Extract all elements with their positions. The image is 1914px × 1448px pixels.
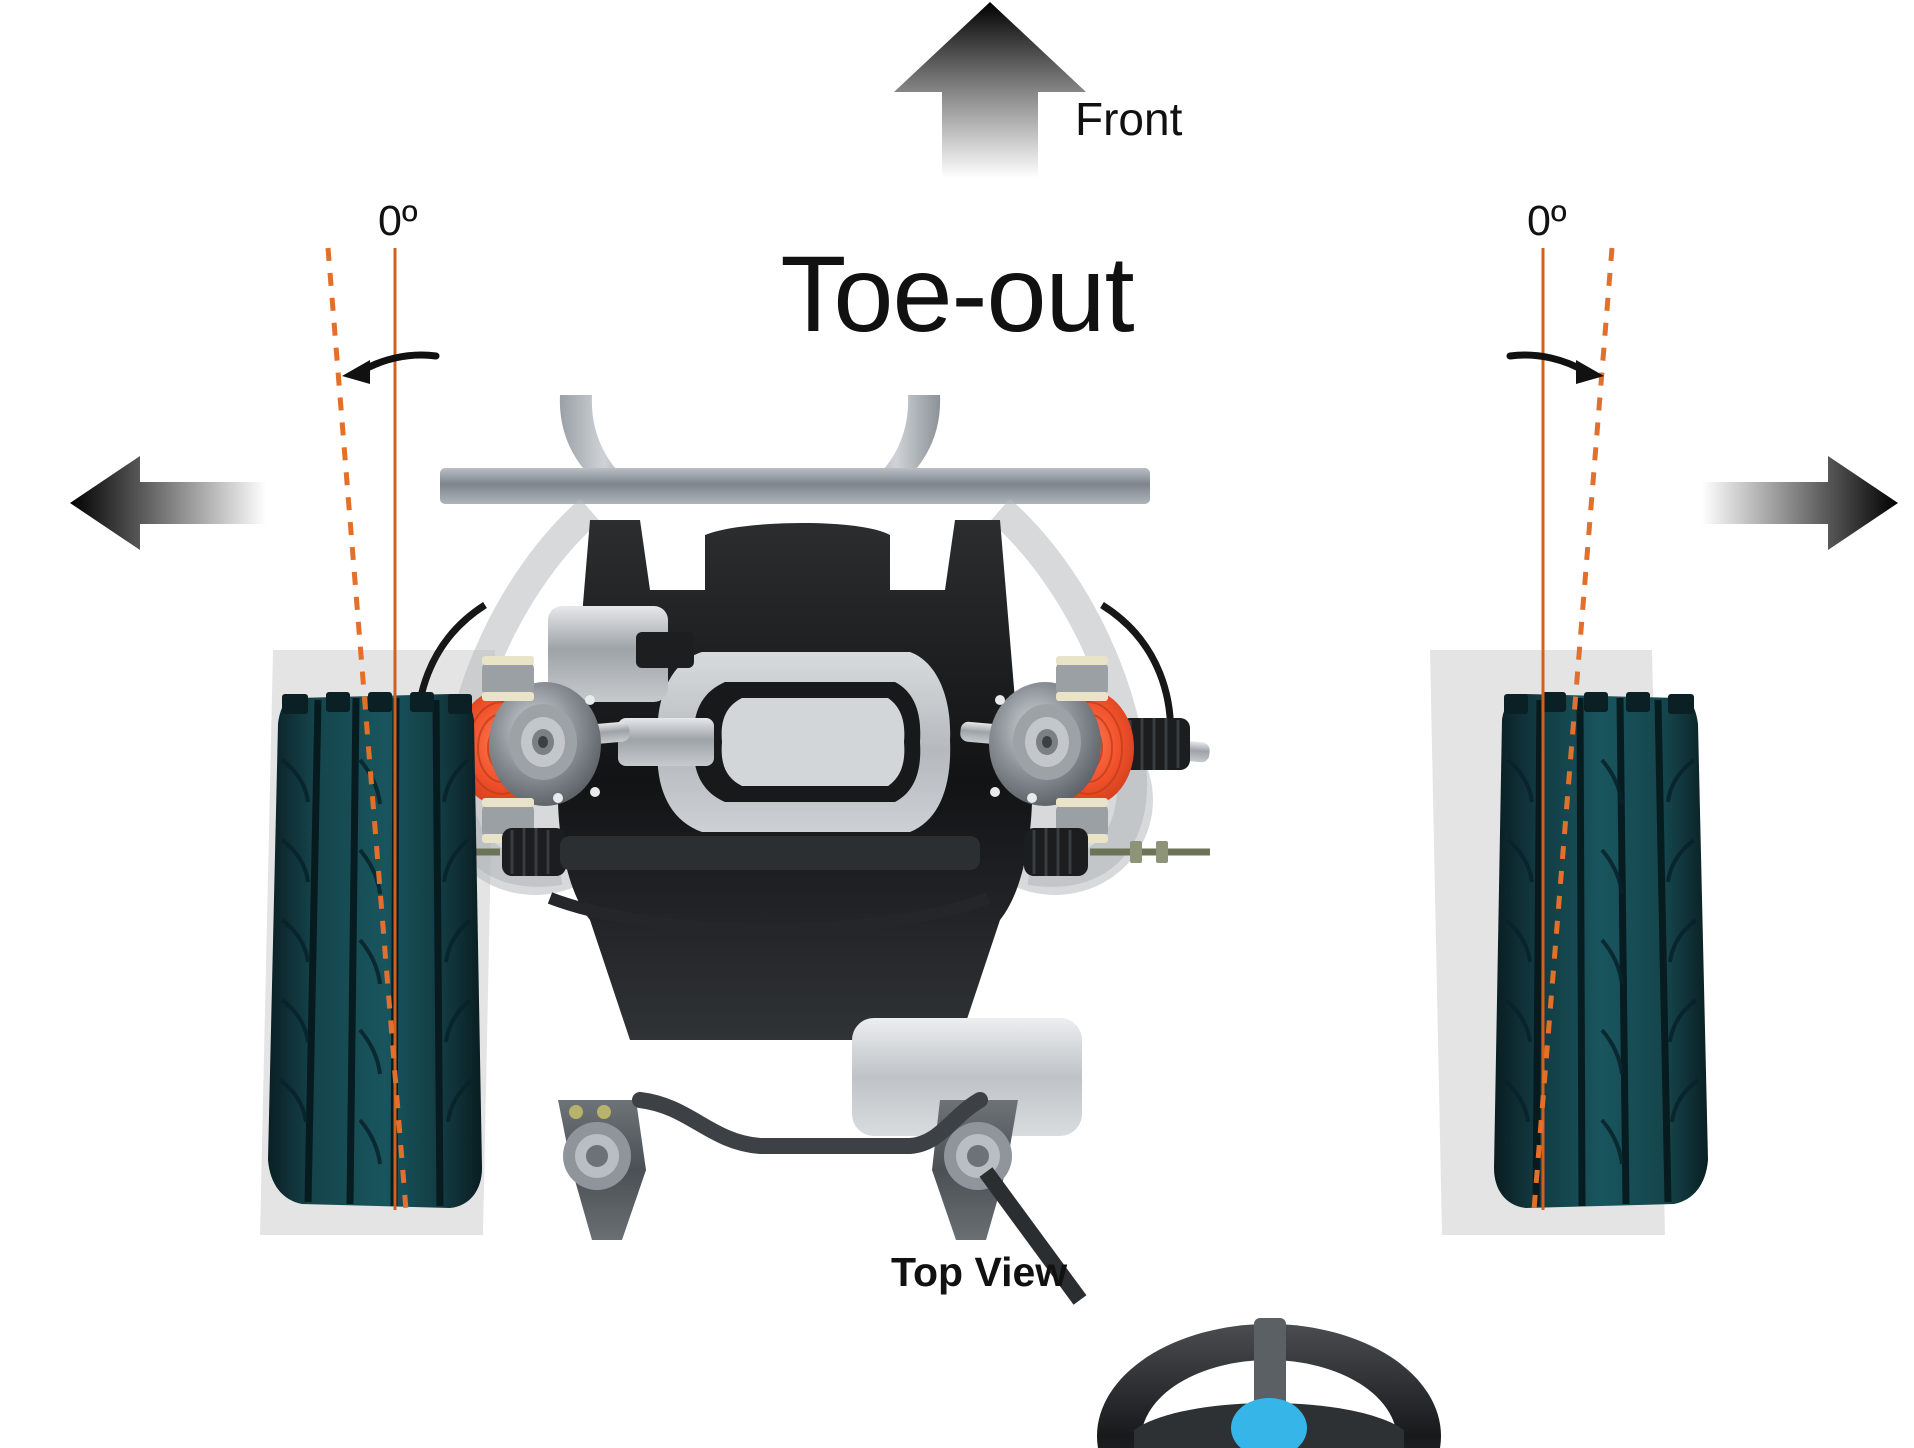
accessory-nipple: [636, 632, 694, 668]
hub-right: [989, 682, 1101, 806]
front-label: Front: [1075, 93, 1183, 145]
toe-line-right: [1531, 247, 1615, 1211]
hub-left: [489, 682, 601, 806]
subframe-mount-left: [558, 1100, 646, 1240]
bushing-right-upper: [1056, 656, 1108, 701]
toe-line-left: [325, 247, 409, 1211]
page-title: Toe-out: [780, 233, 1134, 354]
steering-column: [979, 1167, 1087, 1305]
tire-right: [1494, 692, 1708, 1208]
subframe-mount-right: [932, 1100, 1018, 1240]
reference-line-right: [1541, 248, 1545, 1210]
steering-rack: [560, 836, 980, 870]
view-label: Top View: [891, 1249, 1068, 1295]
suspension-assembly: [380, 395, 1210, 1305]
bushing-left-upper: [482, 656, 534, 701]
shaft-snout: [618, 718, 714, 766]
crossmember-bar: [440, 468, 1150, 504]
angle-label-right: 0º: [1527, 197, 1567, 245]
tie-rod-right: [1024, 828, 1210, 876]
arrow-right-icon: [1702, 456, 1898, 550]
angle-label-left: 0º: [378, 197, 418, 245]
arrow-up-icon: [894, 2, 1086, 178]
tire-left: [268, 692, 482, 1208]
accessory-cylinder: [548, 606, 668, 702]
steering-wheel: [1097, 1318, 1441, 1448]
transmission-core: [721, 698, 905, 786]
strut-tower-left: [559, 395, 648, 498]
curved-arrow-right-icon: [1506, 351, 1604, 384]
lower-hose: [547, 892, 991, 936]
curved-arrow-left-icon: [342, 351, 440, 384]
arrow-left-icon: [70, 456, 266, 550]
muffler: [852, 1018, 1082, 1136]
anti-roll-bar: [632, 1092, 988, 1154]
strut-tower-right: [852, 395, 941, 498]
